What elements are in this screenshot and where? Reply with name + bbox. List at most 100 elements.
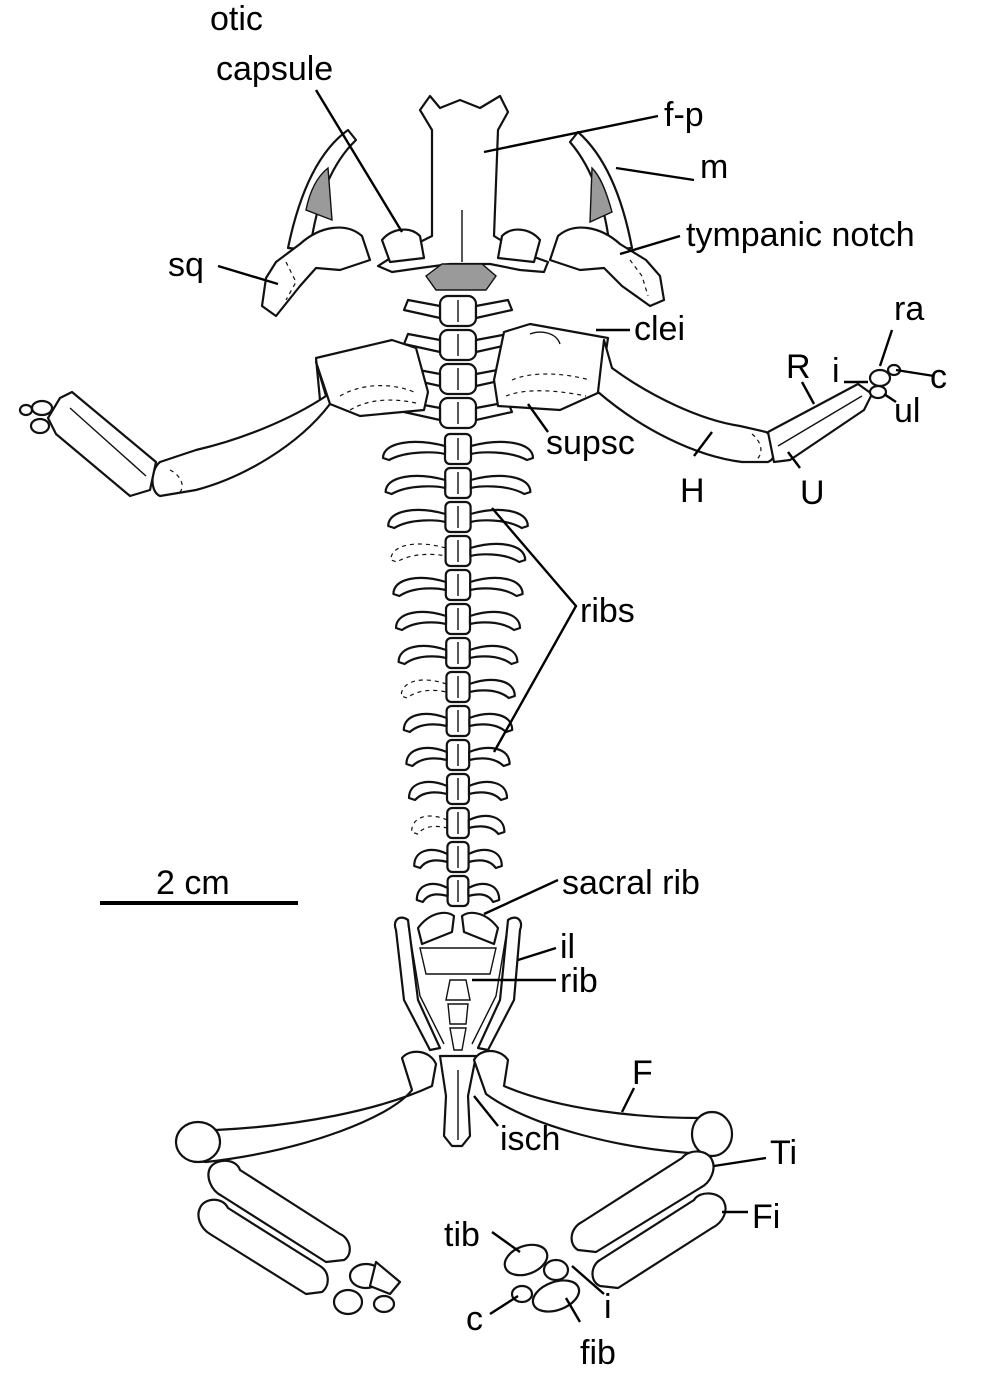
left-femur [186,1050,438,1164]
vertebra [444,500,472,534]
skull [260,94,666,318]
label-H: H [680,472,705,510]
label-rib: rib [560,962,598,1000]
vertebra [446,840,470,874]
urostyle-segments [445,979,471,1051]
right-orbit-shade [589,166,613,224]
label-f-p: f-p [664,96,704,134]
cleithrum-edge [529,331,561,345]
vertebra [445,704,471,738]
vertebra [444,602,472,636]
leader-m [615,166,695,182]
vertebra [446,874,470,908]
vertebra [445,738,471,772]
left-orbit-shade [305,166,333,222]
label-ul: ul [894,392,920,430]
rib-left [410,815,448,835]
label-i-hind: i [604,1288,612,1326]
right-tibiofibula-lower [591,1192,727,1290]
leader-fib [564,1297,582,1323]
leader-c-hind [489,1294,519,1316]
leader-tympanic-notch [619,234,681,256]
right-radioulna-groove [777,395,863,447]
rib-right [469,474,532,496]
label-tympanic-notch: tympanic notch [686,216,915,254]
label-R: R [786,348,811,386]
occipital-region [425,263,497,291]
right-fibulare [531,1279,581,1313]
rib-left [415,882,449,904]
left-femur-distal [174,1120,222,1164]
leader-ul [883,393,897,403]
left-squamosal [260,226,372,318]
leader-tib [491,1231,521,1253]
right-otic-capsule [496,228,542,264]
rib-left [392,576,447,598]
rib-right [469,576,524,598]
rib-left [390,543,447,563]
rib-right [469,508,529,530]
right-carpal-ra [868,368,892,388]
rib-right [469,440,535,462]
left-radioulna [46,390,158,498]
label-c-hind: c [466,1300,483,1338]
left-tarsal-3 [368,1260,402,1296]
labels: otic capsule f-p m tympanic notch sq cle… [156,0,947,1372]
left-tibiofibula-lower [197,1198,329,1296]
vertebra [445,636,471,670]
leader-sacral-rib [483,878,559,916]
label-il: il [560,928,575,966]
vertebra [402,328,514,362]
vertebra [444,534,472,568]
rib-left [405,746,448,768]
rib-right [469,542,527,564]
pectoral-girdle [18,322,902,498]
sacral-block [419,947,497,975]
label-ra: ra [894,290,924,328]
vertebra [444,568,472,602]
label-Ti: Ti [770,1134,797,1172]
leader-supsc [527,403,549,433]
left-ilium-inner [407,923,445,1045]
left-carpal-1 [30,399,54,417]
left-suprascapula [314,338,430,418]
label-fib: fib [580,1334,616,1372]
leader-ribs [491,507,578,753]
leader-c-fore [895,368,935,378]
leader-H [693,431,713,457]
label-i-fore: i [832,352,840,390]
left-suprascapula-pattern [339,385,421,411]
vertebra [444,466,472,500]
label-sacral-rib: sacral rib [562,864,700,902]
right-ilium-inner [471,923,509,1045]
right-squamosal [548,226,666,308]
vertebra [402,294,514,328]
label-m: m [700,148,728,186]
label-scale-bar: 2 cm [156,864,230,902]
label-capsule: capsule [216,50,333,88]
vertebral-column [381,294,535,908]
leader-isch [473,1095,499,1127]
leader-sq [217,264,279,286]
right-humerus-head [751,433,762,461]
right-squamosal-outline [629,259,649,297]
leader-il [517,946,557,962]
right-tibiale [503,1243,549,1277]
pelvic-girdle [393,911,523,1148]
label-c-fore: c [930,358,947,396]
leader-f-p [483,114,659,154]
frontoparietal [376,94,550,274]
left-tibiofibula-upper [207,1159,351,1264]
vertebra [445,670,471,704]
label-supsc: supsc [546,424,635,462]
right-suprascapula-pattern [505,373,591,397]
rib-left [381,440,447,462]
rib-right [467,780,509,802]
rib-right [467,882,501,904]
leader-F [620,1087,636,1113]
leader-R [800,381,816,405]
left-tarsal-2 [332,1288,364,1316]
label-sq: sq [168,246,204,284]
